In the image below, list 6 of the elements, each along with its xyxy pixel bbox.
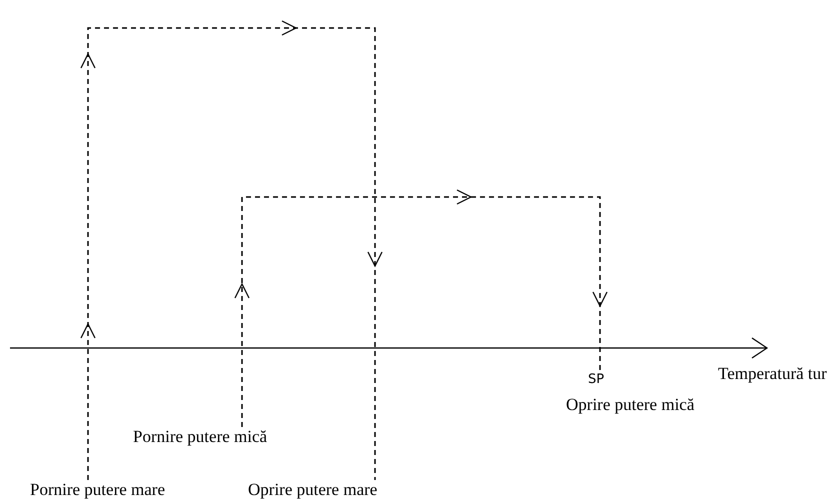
axis-label: Temperatură tur [718, 364, 827, 384]
axis-label: Pornire putere mică [133, 427, 268, 447]
axis-label: SP [588, 371, 604, 389]
axis-label: Oprire putere mică [566, 395, 694, 415]
axis-label: Oprire putere mare [248, 480, 378, 500]
axis-label: Pornire putere mare [30, 480, 165, 500]
